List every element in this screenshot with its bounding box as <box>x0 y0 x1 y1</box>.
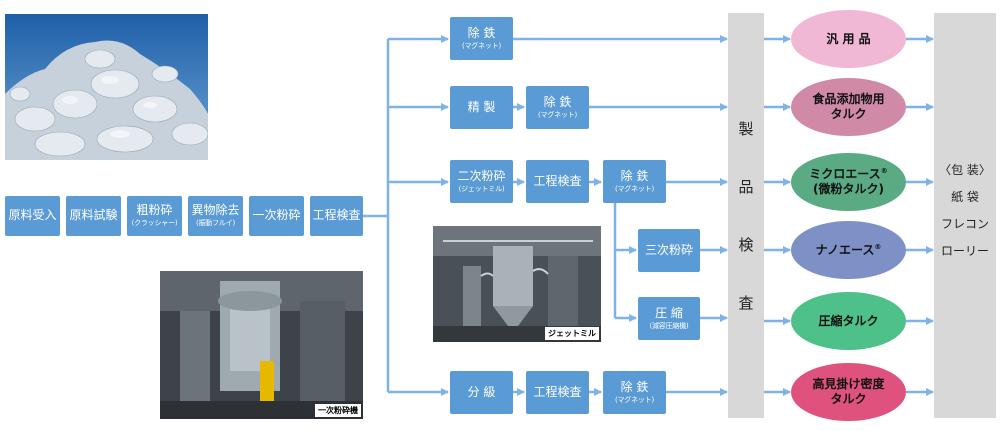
packaging-panel <box>934 13 996 418</box>
product-inspection-char-1: 製 <box>738 120 754 138</box>
step-primary-grind-label: 一次粉砕 <box>252 208 301 223</box>
step-raw-testing-label: 原料試験 <box>69 208 118 223</box>
branch3-tertiary-grind-label: 三次粉砕 <box>644 242 693 257</box>
jet-mill-photo: ジェットミル <box>433 226 601 342</box>
branch2-refine-label: 精 製 <box>467 99 496 114</box>
branch3-secondary-grind: 二次粉砕 (ジェットミル) <box>450 160 513 203</box>
branch2-iron-removal-sub: (マグネット) <box>537 110 578 119</box>
step-raw-testing: 原料試験 <box>66 196 121 236</box>
branch3-tertiary-grind: 三次粉砕 <box>638 229 700 272</box>
branch4-iron-removal-label: 除 鉄 <box>620 379 649 394</box>
branch1-iron-removal: 除 鉄 (マグネット) <box>450 17 513 60</box>
product-microace-line2: (微粉タルク) <box>813 182 884 196</box>
primary-mill-photo: 一次粉砕機 <box>160 271 363 419</box>
branch3-iron-removal-label: 除 鉄 <box>620 168 649 183</box>
step-coarse-crush-label: 粗粉砕 <box>136 203 173 218</box>
branch3-process-inspection-label: 工程検査 <box>533 173 582 188</box>
raw-talc-ore-photo <box>5 14 208 160</box>
product-nanoace-label: ナノエース <box>815 242 875 257</box>
branch2-refine: 精 製 <box>450 86 513 129</box>
step-raw-receiving-label: 原料受入 <box>8 208 57 223</box>
branch3-compress-sub: (減容圧縮機) <box>649 321 689 330</box>
branch1-iron-removal-label: 除 鉄 <box>467 25 496 40</box>
branch3-secondary-grind-sub: (ジェットミル) <box>458 184 505 193</box>
product-inspection-label: 製 品 検 査 <box>728 100 764 332</box>
product-food-additive-talc: 食品添加物用 タルク <box>791 78 906 136</box>
branch3-iron-removal-sub: (マグネット) <box>614 184 655 193</box>
product-high-bulk-line2: タルク <box>830 392 867 406</box>
product-inspection-panel <box>728 13 764 418</box>
packaging-heading: 〈包 装〉 <box>939 163 991 177</box>
step-process-inspection: 工程検査 <box>310 196 363 236</box>
packaging-list: 〈包 装〉 紙 袋 フレコン ローリー <box>934 157 996 265</box>
product-food-line2: タルク <box>830 107 867 121</box>
product-high-bulk-density-talc: 高見掛け密度 タルク <box>791 363 906 421</box>
branch4-iron-removal-sub: (マグネット) <box>614 395 655 404</box>
product-general: 汎 用 品 <box>791 10 906 68</box>
product-general-label: 汎 用 品 <box>826 31 871 46</box>
step-coarse-crush-sub: (クラッシャー) <box>131 219 178 228</box>
branch4-classify-label: 分 級 <box>467 384 496 399</box>
product-microace: ミクロエース® (微粉タルク) <box>791 153 906 211</box>
branch3-iron-removal: 除 鉄 (マグネット) <box>603 160 666 203</box>
product-inspection-char-4: 査 <box>738 294 754 312</box>
branch3-process-inspection: 工程検査 <box>526 160 589 203</box>
packaging-lorry: ローリー <box>940 244 989 258</box>
product-inspection-char-2: 品 <box>738 178 754 196</box>
step-raw-receiving: 原料受入 <box>5 196 60 236</box>
branch3-secondary-grind-label: 二次粉砕 <box>457 168 506 183</box>
branch4-classify: 分 級 <box>450 371 513 414</box>
branch4-process-inspection-label: 工程検査 <box>533 384 582 399</box>
primary-mill-caption: 一次粉砕機 <box>315 404 361 417</box>
product-compressed-talc: 圧縮タルク <box>791 292 906 350</box>
step-primary-grind: 一次粉砕 <box>249 196 304 236</box>
branch2-iron-removal-label: 除 鉄 <box>543 94 572 109</box>
step-process-inspection-label: 工程検査 <box>312 208 361 223</box>
branch4-process-inspection: 工程検査 <box>526 371 589 414</box>
jet-mill-caption: ジェットミル <box>545 327 599 340</box>
step-foreign-removal-sub: (振動フルイ) <box>195 219 236 228</box>
product-nanoace-mark: ® <box>874 242 882 251</box>
branch3-compress: 圧 縮 (減容圧縮機) <box>638 297 700 340</box>
step-foreign-removal: 異物除去 (振動フルイ) <box>188 196 243 236</box>
branch1-iron-removal-sub: (マグネット) <box>461 41 502 50</box>
branch2-iron-removal: 除 鉄 (マグネット) <box>526 86 589 129</box>
product-microace-mark: ® <box>880 167 888 175</box>
branch4-iron-removal: 除 鉄 (マグネット) <box>603 371 666 414</box>
step-foreign-removal-label: 異物除去 <box>191 203 240 218</box>
product-food-line1: 食品添加物用 <box>812 92 885 106</box>
branch3-compress-label: 圧 縮 <box>655 305 683 320</box>
product-compressed-label: 圧縮タルク <box>818 313 879 328</box>
step-coarse-crush: 粗粉砕 (クラッシャー) <box>127 196 182 236</box>
packaging-paper-bag: 紙 袋 <box>951 190 979 204</box>
product-high-bulk-line1: 高見掛け密度 <box>812 377 885 391</box>
product-inspection-char-3: 検 <box>738 236 754 254</box>
product-nanoace: ナノエース® <box>791 221 906 279</box>
product-microace-line1: ミクロエース <box>809 167 881 181</box>
packaging-flexible-container: フレコン <box>940 217 989 231</box>
